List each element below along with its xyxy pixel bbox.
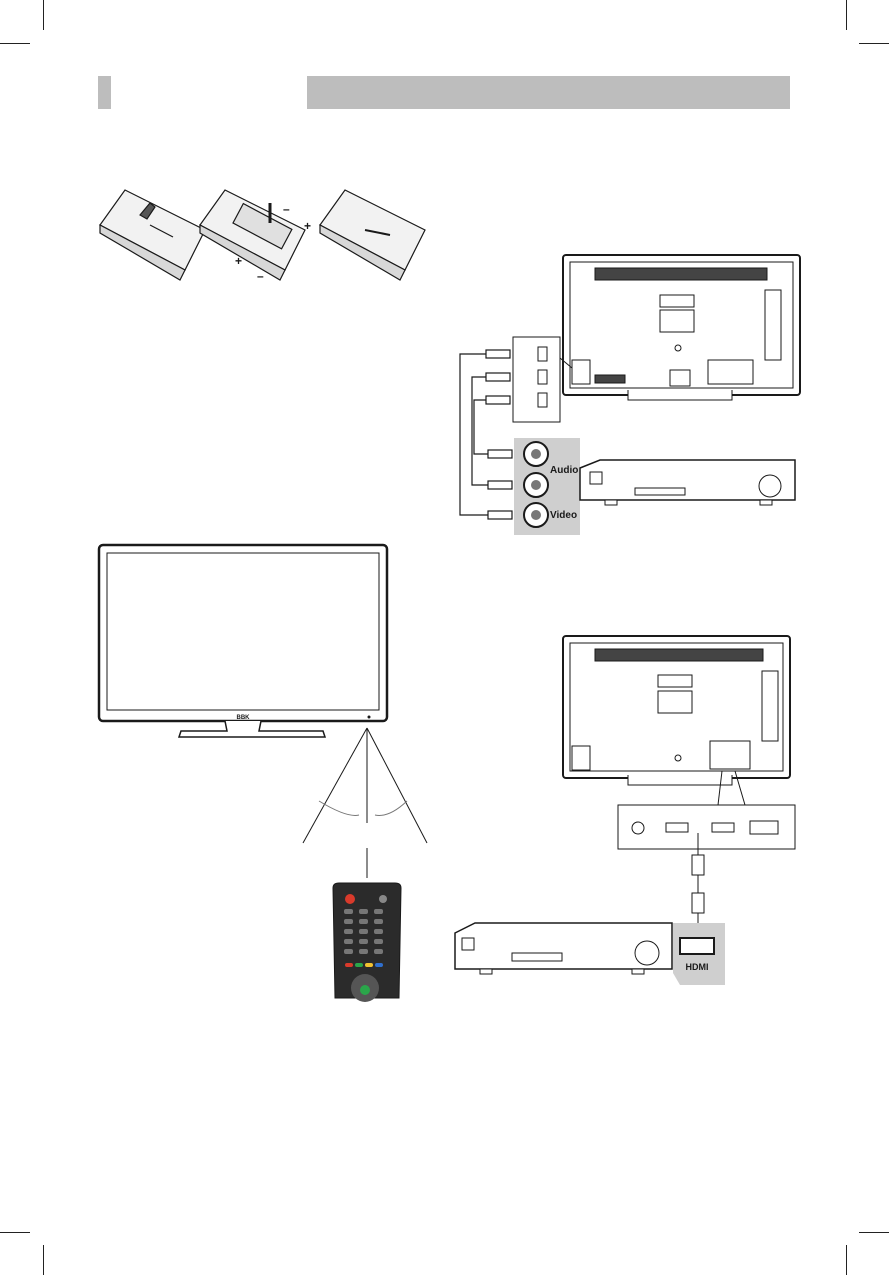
ok-button [360, 985, 370, 995]
remote-back-step3 [320, 190, 425, 280]
remote-back-step1 [100, 190, 205, 280]
dvd-player-hdmi [455, 923, 672, 974]
tv-rear-hdmi [563, 636, 790, 785]
minus-sign-2: – [257, 269, 264, 283]
header-bar-left [98, 76, 111, 109]
header-bar-right [307, 76, 790, 109]
dvd-player-av [580, 460, 795, 505]
plus-sign-2: + [235, 254, 242, 268]
tv-front-illustration: BBK [97, 543, 442, 998]
tv-brand-logo: BBK [237, 715, 251, 721]
tv-screen [107, 553, 379, 710]
tv-rear-av [563, 255, 800, 400]
hdmi-label: HDMI [686, 962, 709, 972]
power-button [345, 894, 355, 904]
hdmi-port-callout: HDMI [673, 923, 725, 985]
crop-mark-bl-h [0, 1232, 30, 1233]
battery-install-illustration: + + – – [95, 185, 440, 285]
crop-mark-tr-h [859, 43, 889, 44]
audio-video-jacks: Audio Video [514, 438, 580, 535]
crop-mark-bl-v [43, 1245, 44, 1275]
video-label: Video [550, 510, 577, 521]
crop-mark-br-h [859, 1232, 889, 1233]
remote-control [333, 883, 401, 1002]
crop-mark-tl-h [0, 43, 30, 44]
tv-stand [179, 721, 325, 737]
plus-sign-1: + [304, 219, 311, 233]
audio-label: Audio [550, 465, 578, 476]
hdmi-connection-diagram: HDMI [440, 633, 800, 988]
av-connection-diagram: Audio Video [450, 250, 805, 540]
crop-mark-tr-v [846, 0, 847, 30]
rca-cables [460, 350, 512, 519]
mute-button [379, 895, 387, 903]
remote-range-lines [303, 728, 427, 878]
crop-mark-tl-v [43, 0, 44, 30]
crop-mark-br-v [846, 1245, 847, 1275]
minus-sign-1: – [283, 202, 290, 216]
